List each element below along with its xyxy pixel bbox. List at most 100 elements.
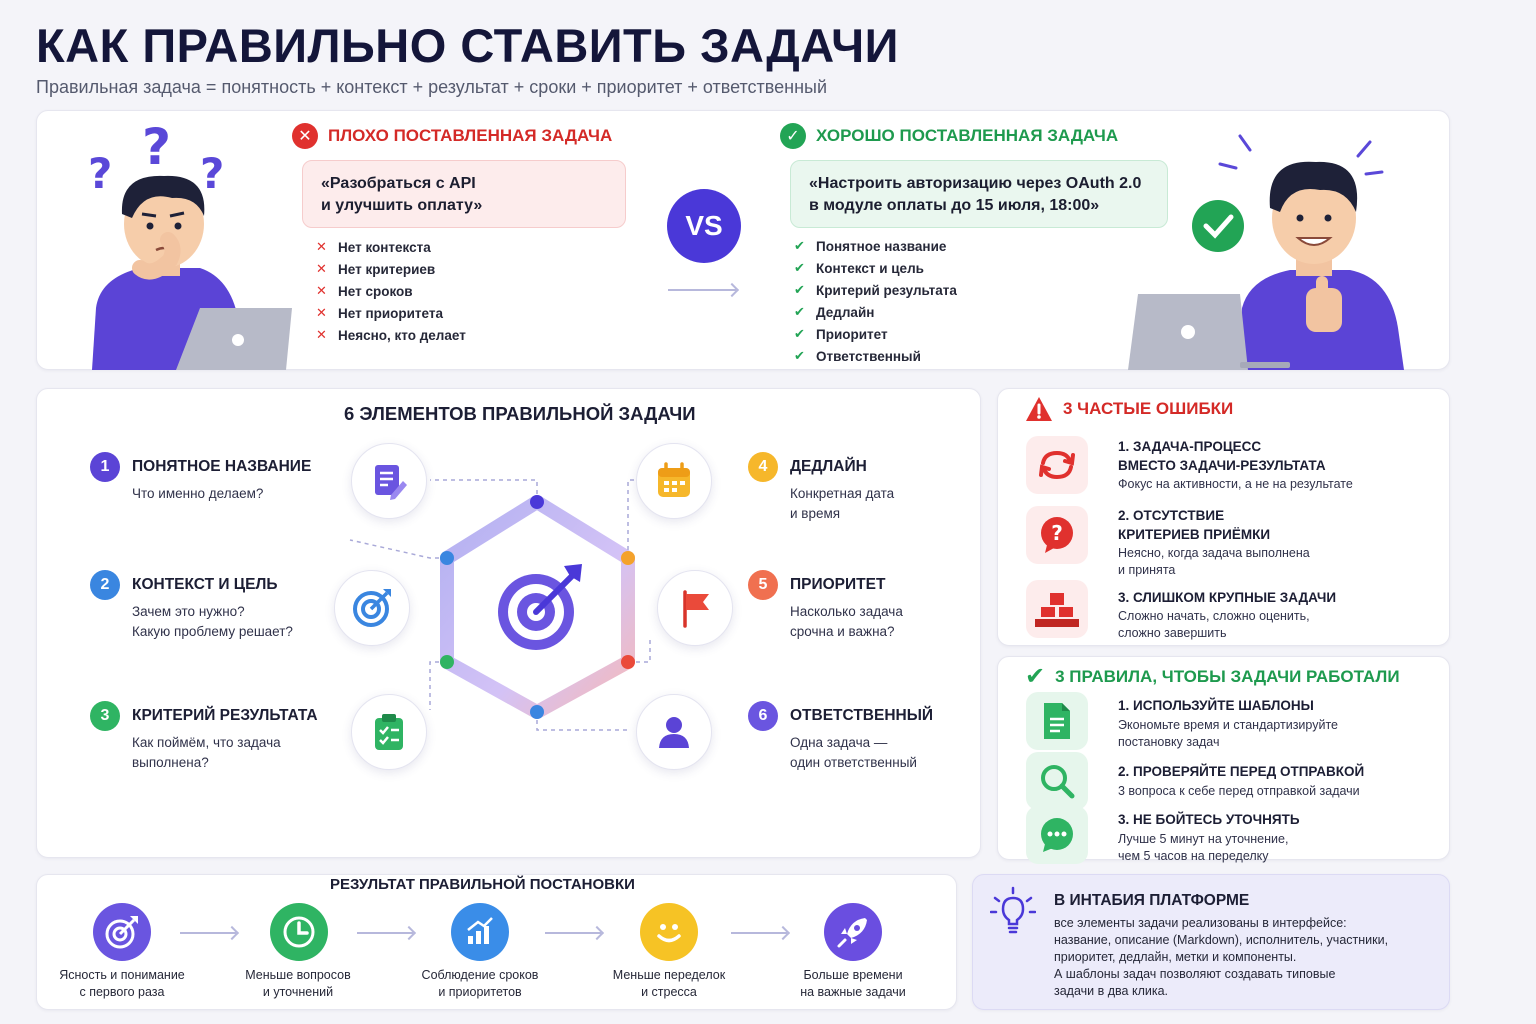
result-label-line: на важные задачи (800, 985, 906, 999)
number-badge: 5 (748, 570, 778, 600)
mistake-desc: Фокус на активности, а не на результате (1118, 476, 1353, 493)
document-edit-icon (351, 443, 427, 519)
check-icon: ✔ (794, 260, 805, 275)
calendar-icon (636, 443, 712, 519)
platform-text-line: задачи в два клика. (1054, 984, 1169, 998)
vs-badge: VS (667, 189, 741, 263)
svg-text:?: ? (142, 118, 171, 176)
cross-icon: ✕ (316, 239, 327, 254)
document-template-icon (1026, 692, 1088, 750)
result-label-line: и стресса (641, 985, 697, 999)
good-task-quote: «Настроить авторизацию через OAuth 2.0 в… (790, 160, 1168, 228)
mistake-title-line: 3. СЛИШКОМ КРУПНЫЕ ЗАДАЧИ (1118, 590, 1337, 605)
good-item-label: Понятное название (816, 238, 947, 254)
good-item-label: Приоритет (816, 326, 888, 342)
bad-list-item: ✕Нет сроков (316, 280, 466, 302)
clipboard-checklist-icon (351, 694, 427, 770)
good-list-item: ✔Критерий результата (794, 279, 957, 301)
platform-text-line: название, описание (Markdown), исполните… (1054, 933, 1389, 947)
page-title: КАК ПРАВИЛЬНО СТАВИТЬ ЗАДАЧИ (36, 19, 899, 72)
element-title: ПОНЯТНОЕ НАЗВАНИЕ (132, 458, 312, 475)
arrow-right-icon (357, 932, 413, 934)
target-icon (494, 560, 584, 655)
flag-icon (657, 570, 733, 646)
good-task-list: ✔Понятное название ✔Контекст и цель ✔Кри… (794, 235, 957, 367)
element-desc: Что именно делаем? (132, 484, 332, 504)
hexagon-diagram (349, 479, 651, 731)
bad-task-list: ✕ Нет контекста ✕ Нет критериев ✕Нет сроко… (316, 236, 466, 346)
rule-title: 2. ПРОВЕРЯЙТЕ ПЕРЕД ОТПРАВКОЙ (1118, 764, 1365, 779)
rule-desc-line: 3 вопроса к себе перед отправкой задачи (1118, 784, 1360, 798)
bad-task-quote: «Разобраться с API и улучшить оплату» (302, 160, 626, 228)
element-desc: Насколько задача срочна и важна? (790, 602, 990, 642)
rules-header: ✔ 3 ПРАВИЛА, ЧТОБЫ ЗАДАЧИ РАБОТАЛИ (1025, 662, 1400, 691)
element-desc-line: Как поймём, что задача (132, 735, 281, 750)
element-desc: Как поймём, что задача выполнена? (132, 733, 332, 773)
check-icon: ✔ (794, 348, 805, 363)
mistake-title: 2. ОТСУТСТВИЕ КРИТЕРИЕВ ПРИЁМКИ (1118, 506, 1270, 544)
arrow-right-icon (545, 932, 601, 934)
good-list-item: ✔ Ответственный (794, 345, 957, 367)
mistake-title-line: 1. ЗАДАЧА-ПРОЦЕСС (1118, 439, 1262, 454)
platform-text-line: А шаблоны задач позволяют создавать типо… (1054, 967, 1336, 981)
mistake-desc-line: Сложно начать, сложно оценить, (1118, 609, 1310, 623)
bad-task-header-label: ПЛОХО ПОСТАВЛЕННАЯ ЗАДАЧА (328, 126, 613, 145)
rule-desc-line: постановку задач (1118, 735, 1220, 749)
right-arrow-icon (668, 289, 736, 291)
mistake-title-line: 2. ОТСУТСТВИЕ (1118, 508, 1225, 523)
cross-circle-icon: ✕ (292, 123, 318, 149)
element-title: ОТВЕТСТВЕННЫЙ (790, 707, 934, 724)
platform-card (972, 874, 1450, 1010)
happy-person-illustration (1120, 128, 1420, 370)
confused-person-illustration: ? ? ? (80, 118, 300, 370)
mistake-desc-line: Неясно, когда задача выполнена (1118, 546, 1310, 560)
platform-text-line: приоритет, дедлайн, метки и компоненты. (1054, 950, 1297, 964)
good-list-item: ✔Дедлайн (794, 301, 957, 323)
element-desc-line: Зачем это нужно? (132, 604, 245, 619)
element-desc-line: Насколько задача (790, 604, 903, 619)
results-title: РЕЗУЛЬТАТ ПРАВИЛЬНОЙ ПОСТАНОВКИ (330, 876, 635, 893)
result-label-line: Меньше вопросов (245, 968, 351, 982)
element-desc-line: Какую проблему решает? (132, 624, 293, 639)
mistake-title-line: КРИТЕРИЕВ ПРИЁМКИ (1118, 527, 1271, 542)
bad-item-label: Нет критериев (338, 261, 436, 277)
mistake-title-line: ВМЕСТО ЗАДАЧИ-РЕЗУЛЬТАТА (1118, 458, 1326, 473)
magnifier-icon (1026, 752, 1088, 810)
element-desc: Зачем это нужно? Какую проблему решает? (132, 602, 332, 642)
mistakes-header-label: 3 ЧАСТЫЕ ОШИБКИ (1063, 399, 1234, 418)
arrow-right-icon (180, 932, 236, 934)
warning-icon (1026, 397, 1052, 421)
user-icon (636, 694, 712, 770)
good-item-label: Ответственный (816, 348, 921, 364)
element-desc: Одна задача —один ответственный (790, 733, 990, 773)
result-label-line: с первого раза (79, 985, 165, 999)
good-list-item: ✔Понятное название (794, 235, 957, 257)
number-badge: 1 (90, 452, 120, 482)
good-quote-line-1: «Настроить авторизацию через OAuth 2.0 (809, 175, 1142, 192)
bad-list-item: ✕Неясно, кто делает (316, 324, 466, 346)
clock-icon (270, 903, 328, 961)
question-bubble-icon: ? (1026, 506, 1088, 564)
mistake-desc-line: Фокус на активности, а не на результате (1118, 477, 1353, 491)
result-label-line: Меньше переделок (612, 968, 726, 982)
platform-title: В ИНТАБИЯ ПЛАТФОРМЕ (1054, 892, 1250, 909)
good-item-label: Контекст и цель (816, 260, 924, 276)
mistakes-header: 3 ЧАСТЫЕ ОШИБКИ (1025, 396, 1233, 422)
element-desc-line: срочна и важна? (790, 624, 895, 639)
page-subtitle: Правильная задача = понятность + контекс… (36, 77, 828, 97)
number-badge: 6 (748, 701, 778, 731)
bad-item-label: Нет контекста (338, 239, 431, 255)
cross-icon: ✕ (316, 261, 327, 276)
rule-desc-line: Экономьте время и стандартизируйте (1118, 718, 1338, 732)
good-item-label: Дедлайн (816, 304, 875, 320)
platform-text-line: все элементы задачи реализованы в интерф… (1054, 916, 1347, 930)
element-desc-line: Одна задача — (790, 735, 888, 750)
cross-icon: ✕ (316, 305, 327, 320)
rules-header-label: 3 ПРАВИЛА, ЧТОБЫ ЗАДАЧИ РАБОТАЛИ (1055, 666, 1400, 686)
mistake-desc-line: и принята (1118, 563, 1176, 577)
number-badge: 3 (90, 701, 120, 731)
element-desc-line: выполнена? (132, 755, 209, 770)
